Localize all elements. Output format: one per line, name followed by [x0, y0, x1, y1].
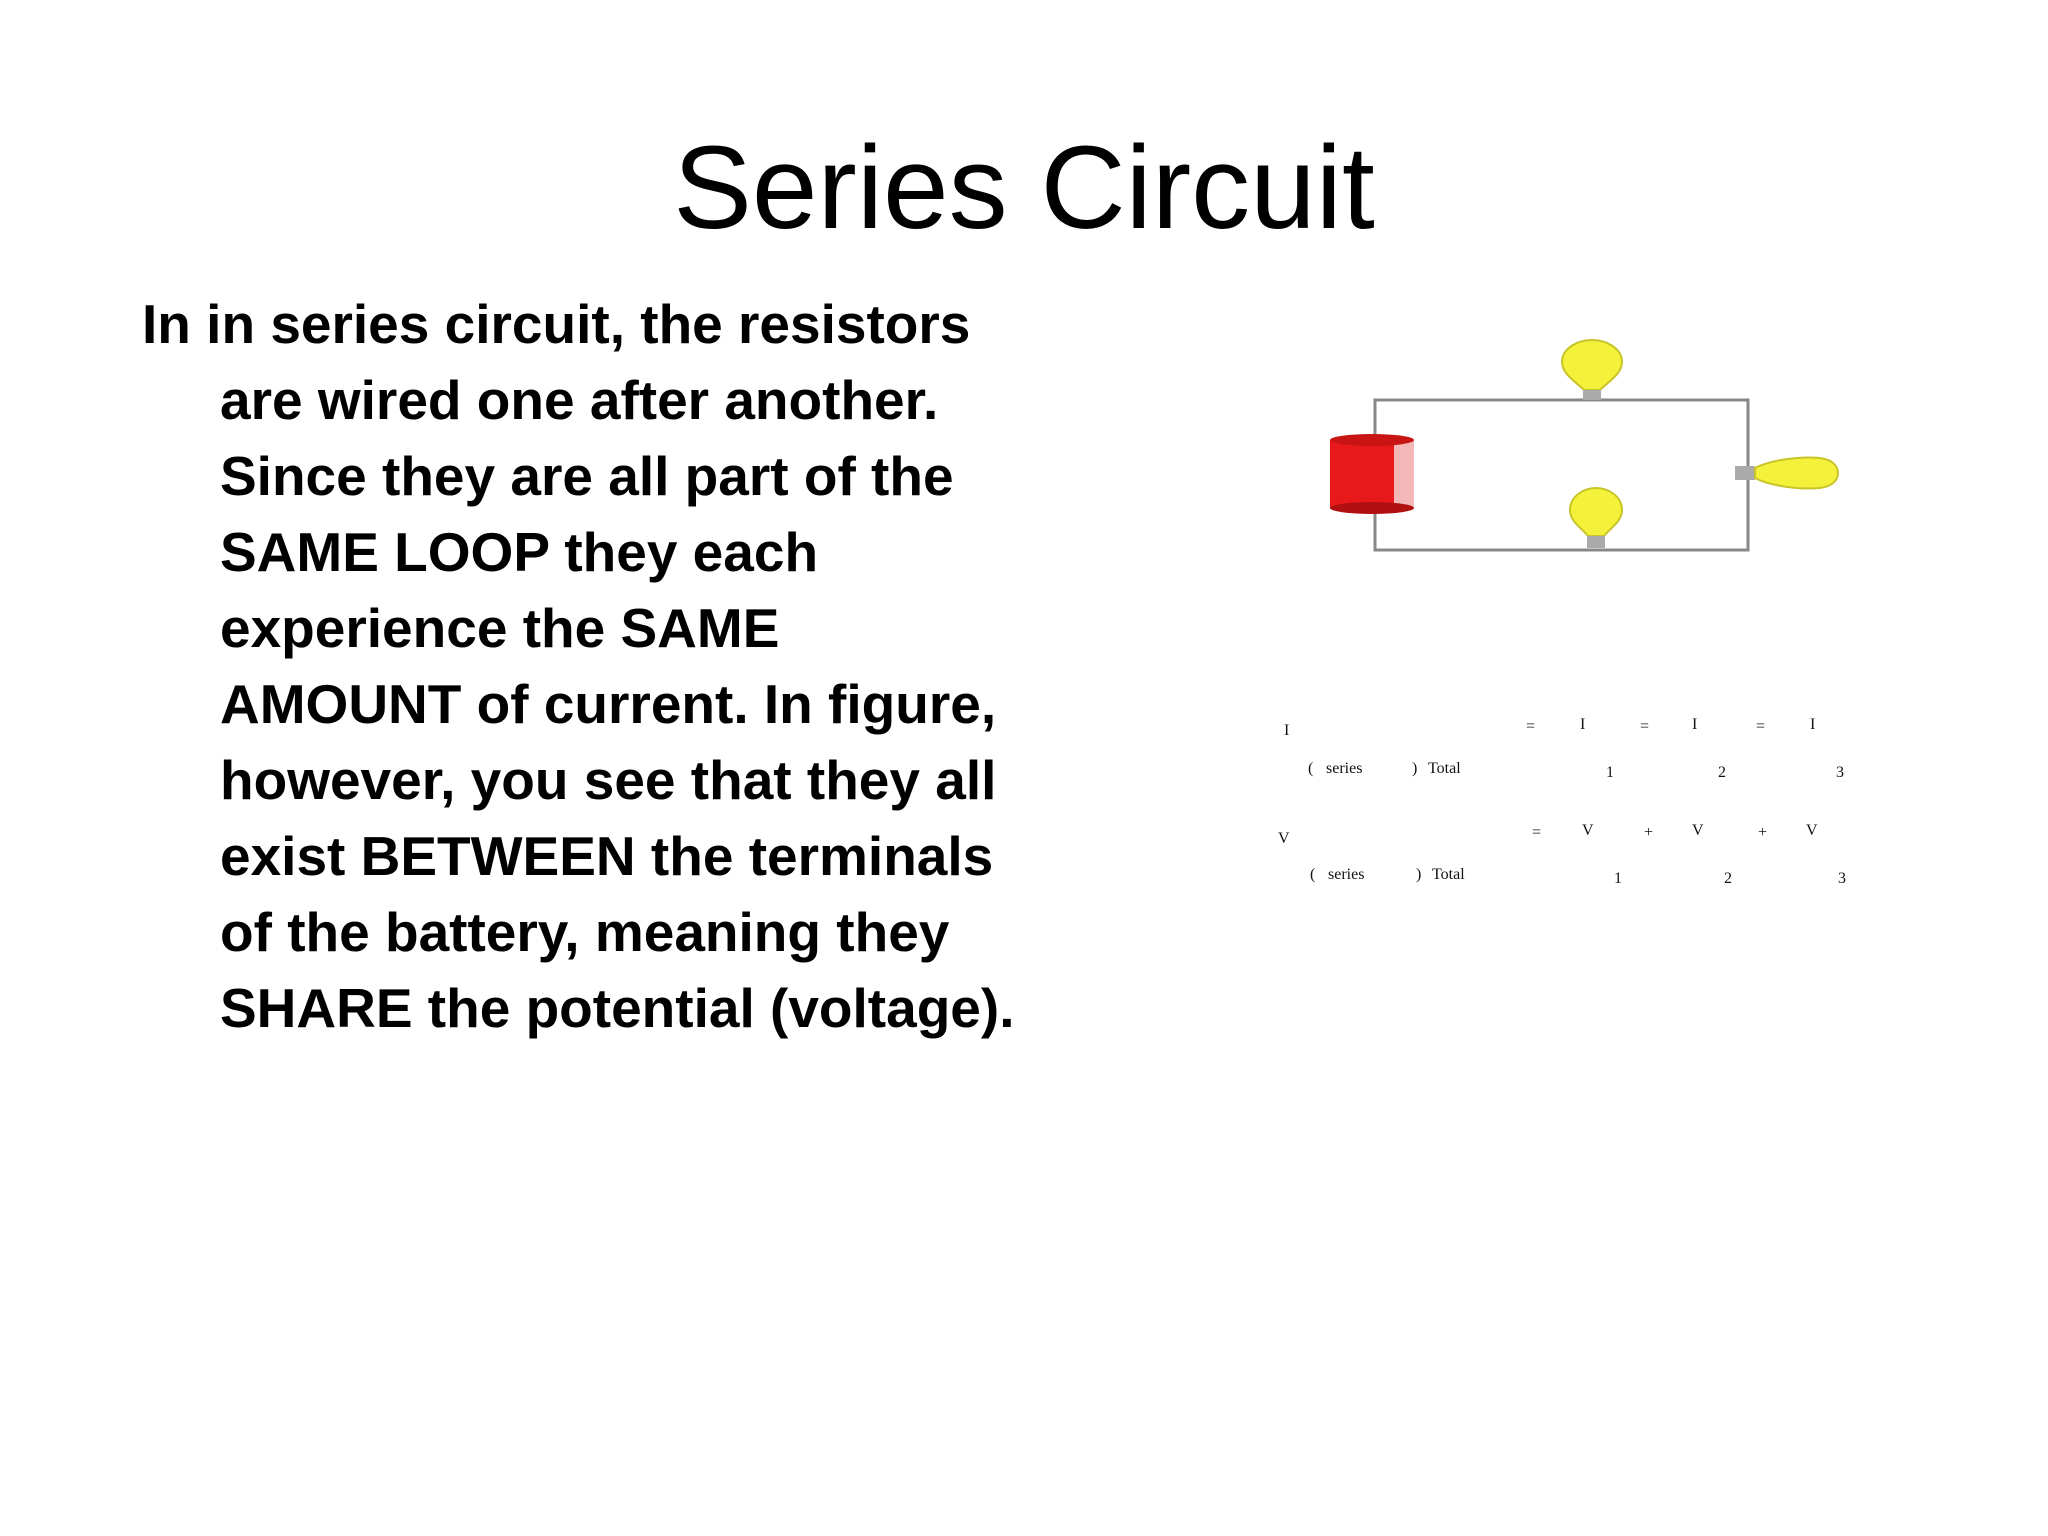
slide-title: Series Circuit — [673, 122, 1375, 254]
equals-sign: = — [1756, 718, 1766, 735]
equation-symbol: V — [1278, 830, 1290, 847]
equation-term: V — [1692, 822, 1704, 839]
equation-subscript: ( — [1310, 866, 1316, 883]
body-line: however, you see that they all — [220, 749, 997, 811]
equation-subscript: series — [1326, 760, 1363, 777]
equation-index: 1 — [1614, 870, 1622, 887]
battery-icon — [1330, 434, 1414, 514]
bulb-bottom-icon — [1568, 486, 1624, 548]
equation-index: 3 — [1836, 764, 1844, 781]
equation-subscript: Total — [1428, 760, 1461, 777]
body-line: SAME LOOP they each — [220, 521, 819, 583]
equation-index: 3 — [1838, 870, 1846, 887]
equation-term: V — [1582, 822, 1594, 839]
body-line: AMOUNT of current. In figure, — [220, 673, 997, 735]
equation-subscript: Total — [1432, 866, 1465, 883]
equation-index: 2 — [1724, 870, 1732, 887]
body-line: exist BETWEEN the terminals — [220, 825, 994, 887]
equation-term: I — [1810, 716, 1816, 733]
plus-sign: + — [1644, 824, 1654, 841]
equation-term: V — [1806, 822, 1818, 839]
equation-term: I — [1692, 716, 1698, 733]
equation-subscript: ) — [1412, 760, 1418, 777]
body-line: SHARE the potential (voltage). — [220, 977, 1015, 1039]
equals-sign: = — [1640, 718, 1650, 735]
bulb-top-icon — [1560, 338, 1624, 400]
circuit-diagram — [1330, 338, 1840, 552]
body-line: experience the SAME — [220, 597, 780, 659]
equation-index: 1 — [1606, 764, 1614, 781]
body-line: Since they are all part of the — [220, 445, 954, 507]
equation-index: 2 — [1718, 764, 1726, 781]
equation-subscript: ( — [1308, 760, 1314, 777]
equation-subscript: ) — [1416, 866, 1422, 883]
bulb-right-icon — [1735, 456, 1840, 490]
plus-sign: + — [1758, 824, 1768, 841]
body-line: of the battery, meaning they — [220, 901, 950, 963]
body-line: are wired one after another. — [220, 369, 939, 431]
slide-body-text: In in series circuit, the resistors are … — [142, 286, 1142, 1046]
equation-subscript: series — [1328, 866, 1365, 883]
equation-term: I — [1580, 716, 1586, 733]
body-line: In in series circuit, the resistors — [142, 293, 971, 355]
equation-symbol: I — [1284, 722, 1290, 739]
equals-sign: = — [1532, 824, 1542, 841]
equals-sign: = — [1526, 718, 1536, 735]
circuit-wire-loop — [1373, 398, 1750, 552]
